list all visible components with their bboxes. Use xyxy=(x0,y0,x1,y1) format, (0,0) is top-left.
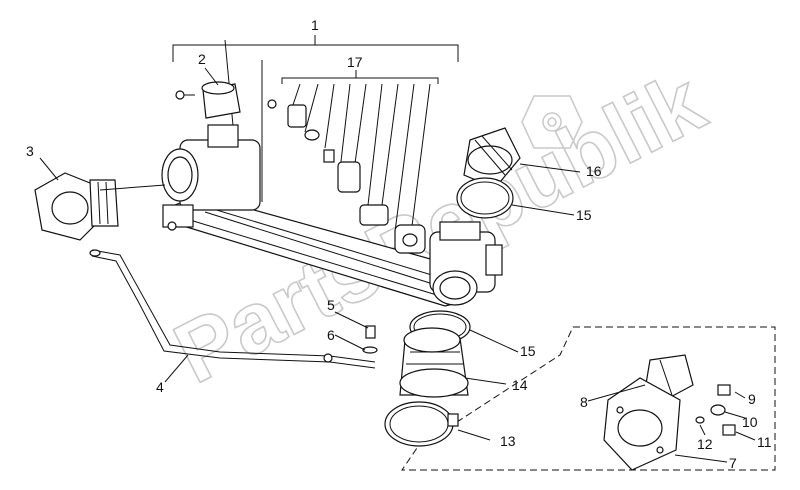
left-throttle-body xyxy=(161,124,261,231)
leader-lines-17 xyxy=(291,83,431,243)
callout-13: 13 xyxy=(500,433,516,449)
callout-17: 17 xyxy=(347,54,363,70)
callout-11: 11 xyxy=(757,434,772,450)
parts-5-6-fasteners xyxy=(362,325,378,354)
callout-15-upper: 15 xyxy=(576,207,592,223)
callout-2: 2 xyxy=(198,51,206,67)
callout-4: 4 xyxy=(156,379,164,395)
callout-14: 14 xyxy=(512,377,528,393)
callout-15-lower: 15 xyxy=(520,343,536,359)
gear-icon xyxy=(521,95,583,149)
part-2-cap xyxy=(175,81,241,119)
callout-16: 16 xyxy=(586,163,602,179)
part-3-intake-flange xyxy=(34,172,119,241)
part-7-flange xyxy=(603,377,681,471)
callout-8: 8 xyxy=(580,394,588,410)
right-throttle-body xyxy=(429,221,503,306)
dashed-group-outline xyxy=(401,326,776,471)
parts-9-12-fasteners xyxy=(695,384,736,436)
callout-1: 1 xyxy=(311,17,319,33)
callout-3: 3 xyxy=(26,143,34,159)
part-16-boot xyxy=(463,127,521,189)
callout-labels: 1 2 3 4 5 6 7 8 9 10 11 12 13 14 15 15 1… xyxy=(26,17,772,471)
group-bracket-1 xyxy=(172,35,459,62)
part-13-hose-clamp xyxy=(384,401,459,447)
part-4-strap xyxy=(89,249,376,369)
part-15-clamp-upper xyxy=(456,177,514,219)
callout-9: 9 xyxy=(748,391,756,407)
callout-12: 12 xyxy=(697,436,713,452)
group-17-small-parts xyxy=(267,99,426,254)
group-bracket-17 xyxy=(281,70,439,84)
callout-6: 6 xyxy=(327,327,335,343)
callout-5: 5 xyxy=(327,297,335,313)
callout-10: 10 xyxy=(742,414,758,430)
part-14-intake-boot xyxy=(399,327,469,398)
leader-lines xyxy=(39,67,756,463)
callout-7: 7 xyxy=(729,455,737,471)
